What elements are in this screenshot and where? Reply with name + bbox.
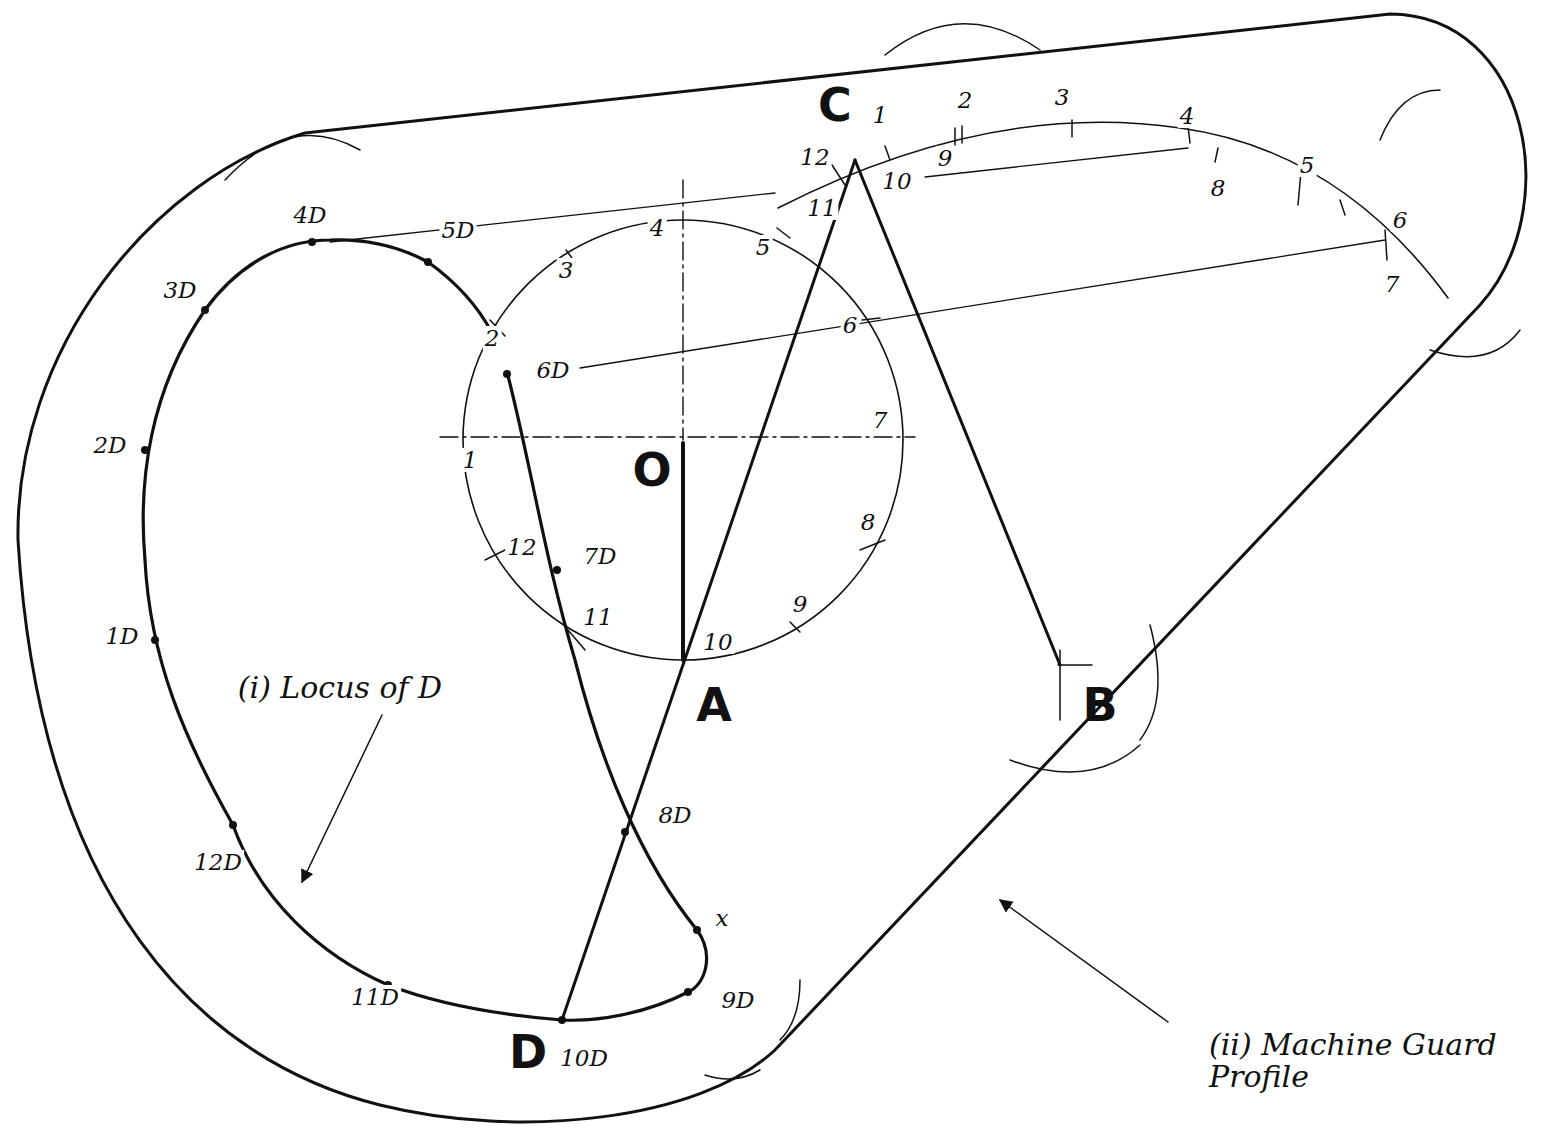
division-number: 12 xyxy=(505,535,538,559)
link-cb xyxy=(855,160,1060,665)
division-number: 2 xyxy=(956,88,975,112)
point-letter: B xyxy=(1080,681,1119,729)
locus-point: x xyxy=(714,906,731,930)
leader-line xyxy=(302,715,382,882)
division-number: 11 xyxy=(805,196,838,220)
division-number: 1 xyxy=(461,448,480,472)
construction-arc xyxy=(1140,625,1158,740)
point-subscript: 10D xyxy=(558,1046,610,1070)
construction-arc xyxy=(885,24,1040,55)
locus-point: 7D xyxy=(581,544,618,568)
division-number: 2 xyxy=(483,326,502,350)
division-number: 11 xyxy=(581,605,614,629)
division-number: 6 xyxy=(1391,208,1410,232)
construction-arc xyxy=(225,135,360,180)
division-number: 7 xyxy=(871,408,890,432)
callout-note: (ii) Machine Guard Profile xyxy=(1207,1029,1541,1092)
projection-lines xyxy=(330,148,1385,368)
locus-point: 8D xyxy=(656,803,693,827)
construction-arc xyxy=(1380,90,1440,140)
division-number: 1 xyxy=(871,103,890,127)
division-number: 3 xyxy=(557,258,576,282)
callout-note: (i) Locus of D xyxy=(236,672,444,704)
construction-arc xyxy=(1010,745,1140,772)
point-letter: O xyxy=(630,446,673,494)
locus-point: 12D xyxy=(192,850,244,874)
locus-point: 5D xyxy=(439,218,476,242)
division-number: 10 xyxy=(701,630,734,654)
leader-line xyxy=(1000,900,1168,1022)
division-number: 5 xyxy=(754,235,773,259)
locus-point: 11D xyxy=(349,985,401,1009)
locus-point: 2D xyxy=(91,433,128,457)
point-letter: A xyxy=(694,681,734,729)
construction-arc xyxy=(705,1070,760,1079)
division-number: 4 xyxy=(1178,104,1197,128)
locus-of-d xyxy=(143,240,706,1020)
arc-of-c xyxy=(778,122,1448,298)
point-letter: C xyxy=(816,81,854,129)
division-number: 9 xyxy=(791,592,810,616)
division-number: 7 xyxy=(1383,272,1402,296)
locus-point: 4D xyxy=(291,203,328,227)
division-number: 5 xyxy=(1298,153,1317,177)
division-number: 4 xyxy=(648,216,667,240)
locus-point: 1D xyxy=(103,624,140,648)
locus-points xyxy=(141,238,701,1024)
division-number: 8 xyxy=(1209,176,1228,200)
locus-point: 6D xyxy=(534,358,571,382)
centre-line xyxy=(440,436,915,437)
division-number: 6 xyxy=(841,313,860,337)
division-number: 8 xyxy=(859,510,878,534)
division-number: 3 xyxy=(1053,85,1072,109)
point-letter: D xyxy=(507,1028,549,1076)
link-ac xyxy=(562,160,855,1020)
locus-point: 3D xyxy=(161,278,198,302)
division-number: 12 xyxy=(798,145,831,169)
division-number: 9 xyxy=(936,146,955,170)
locus-point: 9D xyxy=(719,988,756,1012)
construction-arc xyxy=(780,980,800,1040)
guard-profile xyxy=(18,14,1526,1122)
centre-line xyxy=(682,180,683,440)
division-number: 10 xyxy=(880,169,913,193)
crank-oa xyxy=(681,443,685,660)
construction-arc xyxy=(1430,330,1520,357)
